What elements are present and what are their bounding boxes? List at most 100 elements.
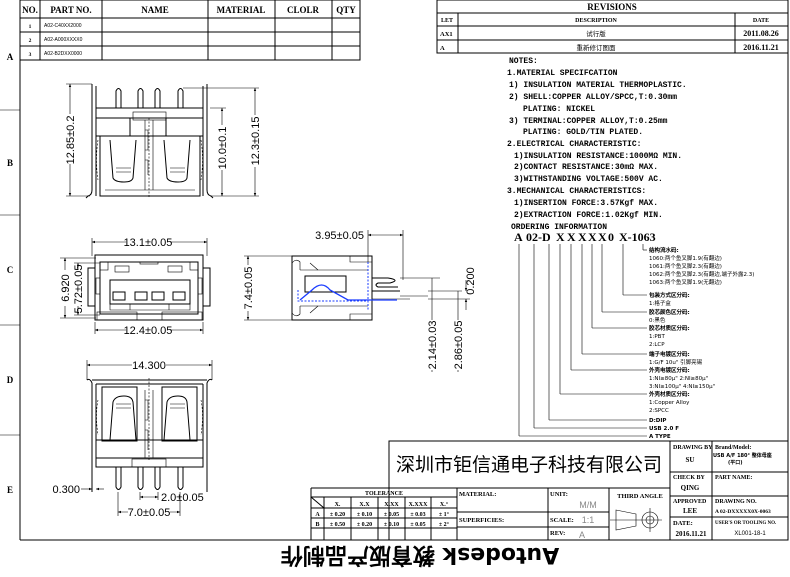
- dim-top-height-body: 10.0±0.1: [217, 127, 229, 170]
- dim-side-pin-offset-1: 2.14±0.03: [427, 321, 439, 370]
- ordering-group-title: 胶芯材质区分码:: [648, 324, 690, 332]
- zone-label: B: [7, 158, 13, 168]
- note-line: 3) TERMINAL:COPPER ALLOY,T:0.25mm: [509, 117, 668, 126]
- dim-bottom-shell-thickness: 0.300: [52, 484, 80, 496]
- tolerance-header: X.XX: [384, 502, 399, 508]
- dim-front-width-bottom: 12.4±0.05: [124, 325, 173, 337]
- tolerance-title: TOLERANCE: [365, 491, 403, 497]
- parts-header-cell: NAME: [141, 5, 169, 15]
- dim-top-height-pins: 12.3±0.15: [250, 117, 262, 166]
- note-line: 3)WITHSTANDING VOLTAGE:500V AC.: [514, 175, 663, 184]
- ordering-code-token: X: [567, 230, 576, 244]
- check-by-label: CHECK BY: [673, 475, 706, 481]
- tolerance-grade: B: [315, 522, 319, 528]
- parts-row-no: 1: [29, 24, 32, 30]
- zone-label: E: [7, 485, 13, 495]
- ordering-option: 1:Copper Alloy: [649, 400, 690, 406]
- note-line: NOTES:: [509, 57, 538, 66]
- ordering-code-token: X: [598, 230, 607, 244]
- ordering-option: 1:PBT: [649, 334, 665, 340]
- zone-label: A: [7, 52, 14, 62]
- parts-header-cell: NO.: [22, 5, 38, 15]
- front-view: 13.1±0.05 12.4±0.05 6.920 5.72±0.05: [59, 236, 211, 337]
- revision-description: 重新修订图面: [577, 43, 617, 52]
- revision-description: 试行版: [586, 29, 606, 38]
- unit-value: M/M: [579, 500, 597, 510]
- note-line: 1)INSERTION FORCE:3.57Kgf MAX.: [514, 199, 658, 208]
- tolerance-grade: A: [315, 512, 320, 518]
- note-line: 2)EXTRACTION FORCE:1.02Kgf MIN.: [514, 211, 663, 220]
- projection-label: THIRD ANGLE: [617, 493, 663, 500]
- tolerance-value: ± 0.20: [357, 522, 372, 528]
- ordering-option: 0:黑色: [649, 316, 666, 324]
- note-line: PLATING: GOLD/TIN PLATED.: [523, 128, 643, 137]
- autodesk-watermark: Autodesk 教育版产品制作: [281, 542, 559, 568]
- dim-side-height: 7.4±0.05: [243, 267, 255, 310]
- note-line: 2.ELECTRICAL CHARACTERISTIC:: [507, 140, 641, 149]
- ordering-option: 1:NI≥80μ" 2:NI≥80μ": [649, 376, 708, 382]
- drawing-no-value: A 02-DXXXXX0X-0063: [715, 509, 771, 515]
- note-line: 1) INSULATION MATERIAL THERMOPLASTIC.: [509, 81, 687, 90]
- tolerance-header: X.: [335, 502, 341, 508]
- ordering-group-title: 端子电镀区分码:: [649, 350, 690, 358]
- dim-front-width-top: 13.1±0.05: [124, 237, 173, 249]
- tolerance-header: X.X: [359, 502, 370, 508]
- tolerance-value: ± 0.10: [384, 522, 399, 528]
- tolerance-header: X.XXX: [409, 502, 428, 508]
- approved-label: APPROVED: [673, 499, 707, 505]
- watermark-text: Autodesk 教育版产品制作: [281, 542, 559, 568]
- scale-label: SCALE:: [550, 517, 574, 524]
- bottom-view: 14.300 0.300 2.0±0.05 7.0±0.05: [52, 359, 213, 519]
- tolerance-value: ± 0.50: [330, 522, 345, 528]
- parts-row-part-no: A02-B2DXX0000: [44, 51, 82, 57]
- revision-let: AX1: [440, 31, 453, 38]
- unit-label: UNIT:: [550, 491, 568, 498]
- parts-header-cell: QTY: [336, 5, 356, 15]
- ordering-code-token: X: [578, 230, 587, 244]
- ordering-option: 1:格子盒: [649, 299, 671, 307]
- third-angle-projection-icon: [610, 508, 662, 532]
- ordering-group-title: D:DIP: [649, 418, 666, 424]
- scale-value: 1:1: [582, 515, 595, 525]
- ordering-option: 2:LCP: [649, 342, 665, 348]
- note-line: 2)CONTACT RESISTANCE:30mΩ MAX.: [514, 163, 658, 172]
- ordering-code-token: 02-D: [526, 230, 551, 244]
- ordering-option: 1060:两个鱼叉脚1.9(有翻边): [649, 254, 722, 262]
- dim-bottom-pin-pitch: 2.0±0.05: [161, 492, 204, 504]
- superficies-label: SUPERFICIES:: [459, 517, 504, 524]
- note-line: 1.MATERIAL SPECIFCATION: [507, 69, 618, 78]
- tolerance-header: X.°: [440, 501, 449, 508]
- ordering-code-token: 0: [608, 230, 614, 244]
- revision-let: A: [440, 45, 445, 52]
- parts-header-cell: MATERIAL: [217, 5, 266, 15]
- notes-block: NOTES: 1.MATERIAL SPECIFCATION 1) INSULATI…: [507, 57, 687, 232]
- ordering-option: 1061:两个鱼叉脚2.3(有翻边): [649, 262, 722, 270]
- ordering-group-title: 外壳电镀区分码:: [649, 366, 690, 374]
- dim-front-height-outer: 6.920: [60, 274, 72, 302]
- ordering-code-token: X: [588, 230, 597, 244]
- drawing-by-label: DRAWING BY: [673, 445, 713, 451]
- dim-front-height-inner: 5.72±0.05: [73, 265, 85, 314]
- dim-side-pin-offset-2: 2.86±0.05: [453, 321, 465, 370]
- ordering-option: 1063:两个鱼叉脚1.9(无翻边): [649, 278, 722, 286]
- revisions-header-cell: LET: [441, 18, 453, 24]
- revisions-title: REVISIONS: [587, 2, 637, 12]
- brand-label: Brand/Model:: [715, 445, 751, 451]
- ordering-group-title: A TYPE: [649, 434, 671, 440]
- note-line: 1)INSULATION RESISTANCE:1000MΩ MIN.: [514, 152, 682, 161]
- parts-row-no: 2: [29, 38, 32, 44]
- rev-value: A: [579, 530, 585, 540]
- date-label: DATE:: [673, 520, 693, 527]
- top-view: 12.85±0.2 10.0±0.1 12.3±0.15: [64, 83, 262, 199]
- company-name: 深圳市钜信通电子科技有限公司: [396, 454, 662, 476]
- revision-date: 2016.11.21: [743, 43, 779, 52]
- tooling-label: USER'S OR TOOLING NO.: [715, 521, 777, 526]
- note-line: ORDERING INFORMATION: [511, 223, 607, 232]
- date-value: 2016.11.21: [675, 530, 707, 538]
- parts-row-no: 3: [29, 52, 32, 58]
- revision-date: 2011.08.26: [743, 29, 779, 38]
- tolerance-value: ± 2°: [439, 521, 450, 528]
- dim-side-pin-thickness: 0.200: [465, 267, 477, 295]
